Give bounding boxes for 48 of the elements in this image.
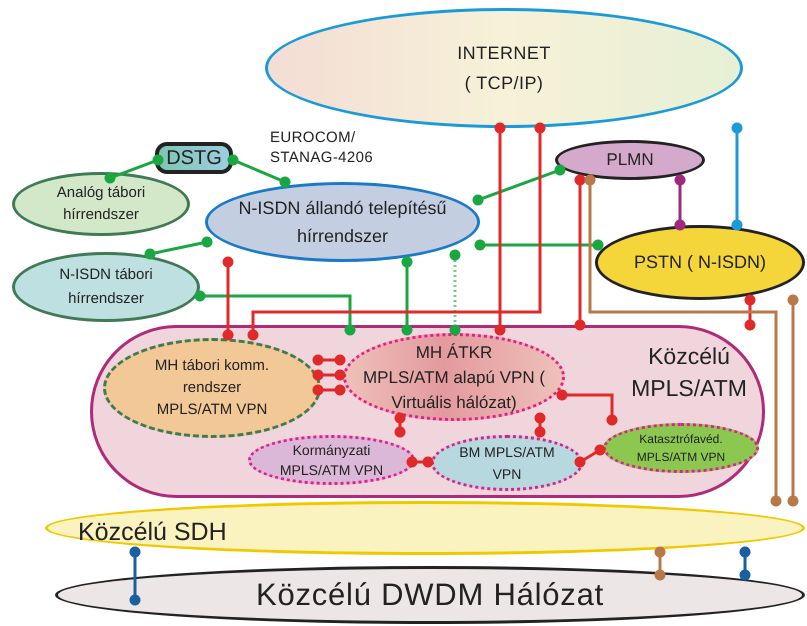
link-line [740, 546, 750, 580]
node-label: Közcélú SDH [78, 517, 227, 548]
link-line [788, 294, 798, 506]
node-label: PLMN [606, 149, 654, 172]
link-line [494, 122, 506, 336]
node-label: Katasztrófavéd. MPLS/ATM VPN [636, 431, 726, 466]
dstg-box [155, 142, 233, 174]
node-label: MH ÁTKR [414, 342, 494, 364]
node-label: PSTN ( N-ISDN) [634, 251, 766, 274]
link-line [194, 290, 356, 336]
link-line [312, 370, 346, 380]
node-label: Közcélú MPLS/ATM [630, 342, 748, 403]
link-line [574, 174, 586, 330]
node-label: MH tábori komm. rendszer MPLS/ATM VPN [154, 356, 270, 420]
node-label: DSTG [166, 146, 222, 171]
node-label: INTERNET [457, 42, 551, 65]
link-line [222, 256, 234, 340]
node-label: ( TCP/IP) [464, 72, 544, 95]
link-line [584, 174, 782, 506]
link-line [556, 390, 618, 426]
link-line [312, 384, 346, 396]
link-line [574, 444, 606, 468]
link-line [144, 236, 212, 260]
node-label: N-ISDN tábori hírrendszer [58, 265, 154, 309]
node-label: Analóg tábori hírrendszer [56, 183, 146, 225]
link-line [674, 174, 686, 230]
link-line [654, 546, 666, 580]
node-label: Kormányzati MPLS/ATM VPN [278, 441, 384, 480]
link-line [474, 240, 604, 250]
link-line [104, 154, 164, 184]
vpn-cloud [603, 423, 759, 473]
link-line [450, 250, 460, 336]
link-line [394, 412, 406, 438]
node-label: N-ISDN állandó telepítésű hírrendszer [237, 197, 448, 248]
link-line [732, 122, 742, 230]
link-line [472, 164, 566, 206]
node-label: Közcélú DWDM Hálózat [256, 576, 604, 614]
node-label: BM MPLS/ATM VPN [458, 443, 556, 484]
link-line [744, 294, 756, 330]
link-line [534, 412, 546, 438]
link-line [130, 546, 140, 606]
node-label: MPLS/ATM alapú VPN ( Virtuális hálózat) [362, 366, 546, 414]
link-line [312, 354, 346, 366]
link-line [406, 456, 434, 468]
plmn-cloud [555, 140, 705, 180]
link-line [402, 256, 412, 336]
link-line [228, 154, 290, 188]
link-line [248, 122, 546, 340]
